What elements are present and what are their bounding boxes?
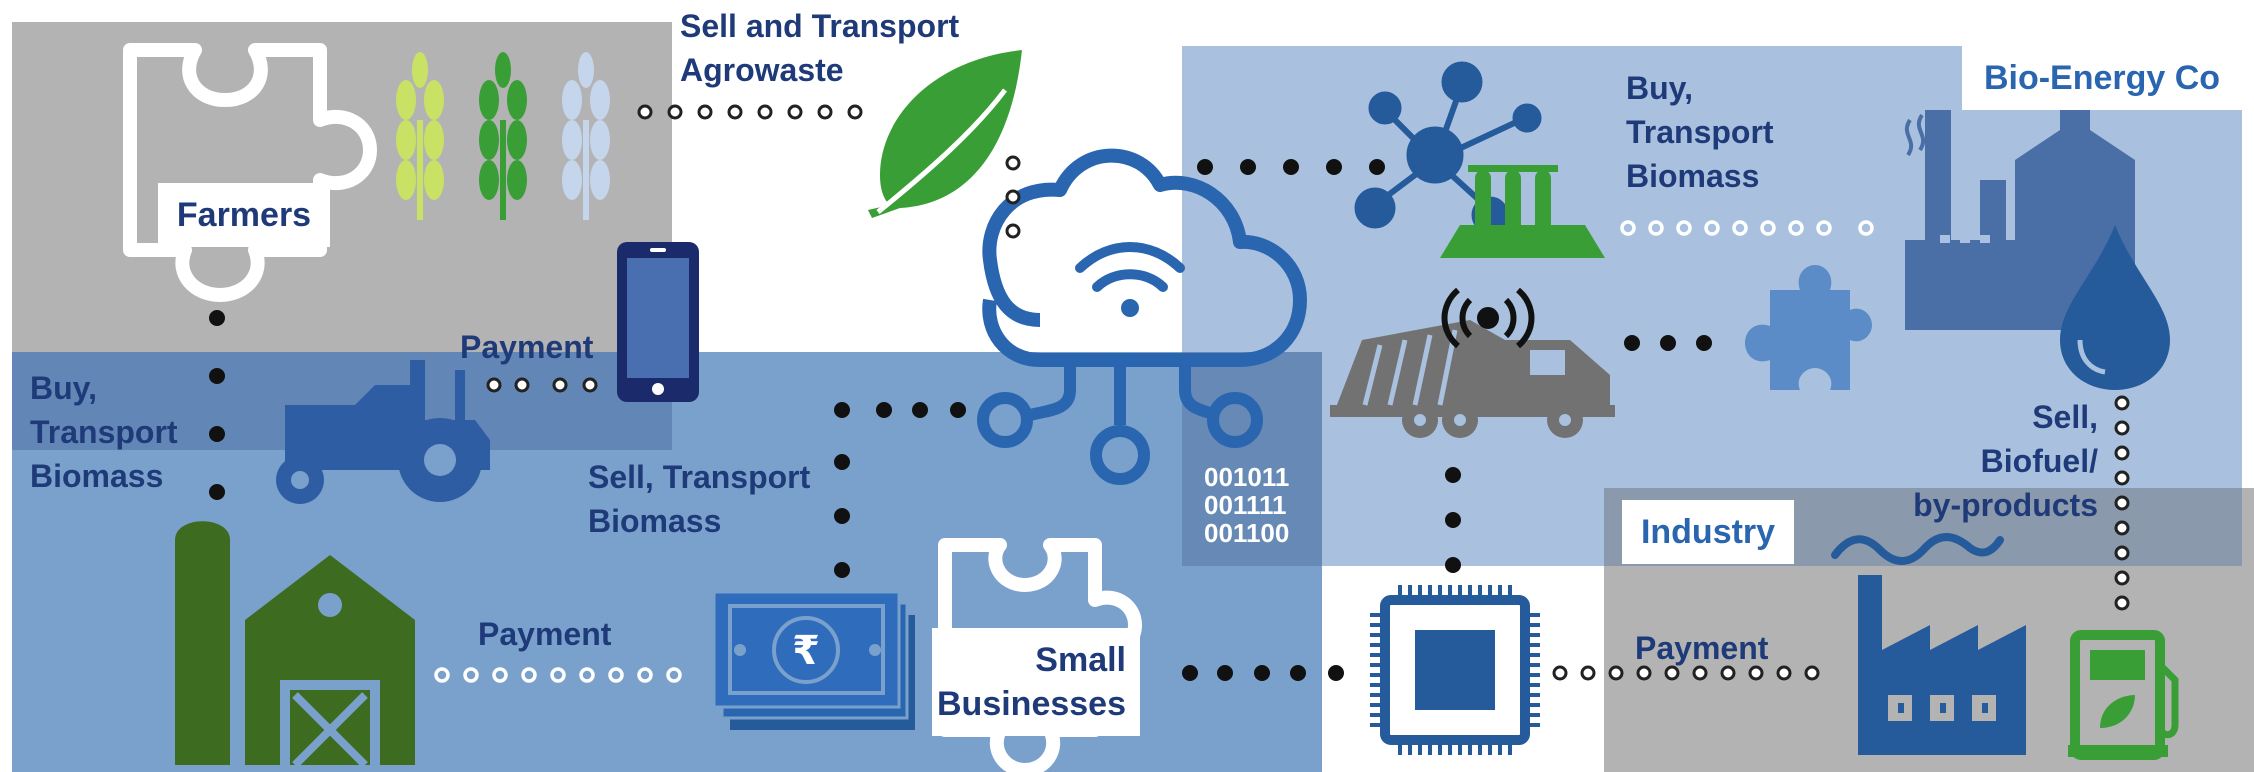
wave-icon (1831, 533, 2004, 565)
buy-transport-biomass-left-label: Buy, Transport Biomass (30, 370, 178, 494)
industry-label: Industry (1622, 500, 1794, 564)
factory-icon (1904, 110, 2135, 330)
connector-agrowaste (637, 104, 863, 120)
puzzle-icon (938, 538, 1142, 772)
garbage-truck-icon (1330, 320, 1615, 438)
barn-icon (175, 521, 415, 768)
test-tubes-icon (1440, 165, 1605, 258)
farmers-label: Farmers (158, 183, 330, 247)
sell-transport-agrowaste-label: Sell and Transport Agrowaste (680, 8, 960, 88)
payment-phone-label: Payment (460, 329, 594, 365)
rupee-cash-icon: ₹ (712, 590, 915, 730)
bio-energy-label: Bio-Energy Co (1962, 46, 2242, 110)
fuel-pump-icon (2068, 630, 2179, 760)
connector-truck-puzzle (1624, 335, 1712, 351)
industry-factory-icon (1858, 575, 2026, 755)
puzzle-icon (1745, 265, 1872, 390)
water-drop-icon (2060, 225, 2170, 390)
buy-transport-biomass-right-label: Buy, Transport Biomass (1626, 70, 1774, 194)
wheat-icon (396, 52, 610, 220)
binary-code-label: 001011 001111 001100 (1204, 462, 1290, 548)
tractor-icon (276, 360, 490, 504)
svg-text:₹: ₹ (792, 628, 820, 674)
sell-biofuel-label: Sell, Biofuel/ by-products (1913, 399, 2098, 523)
connector-leaf-cloud (1005, 155, 1021, 239)
leaf-icon (868, 50, 1022, 218)
sell-transport-biomass-label: Sell, Transport Biomass (588, 459, 811, 539)
center-overlap-panel (1182, 352, 1322, 566)
chip-icon (1370, 585, 1540, 755)
smartphone-icon (617, 242, 699, 402)
signal-icon (1441, 287, 1535, 349)
puzzle-icon (123, 43, 377, 302)
payment-industry-label: Payment (1635, 630, 1769, 666)
payment-farm-label: Payment (478, 616, 612, 652)
small-businesses-label: Small Businesses (932, 628, 1140, 736)
connector-drop-pump (2114, 395, 2130, 611)
cloud-wifi-icon (977, 148, 1307, 485)
